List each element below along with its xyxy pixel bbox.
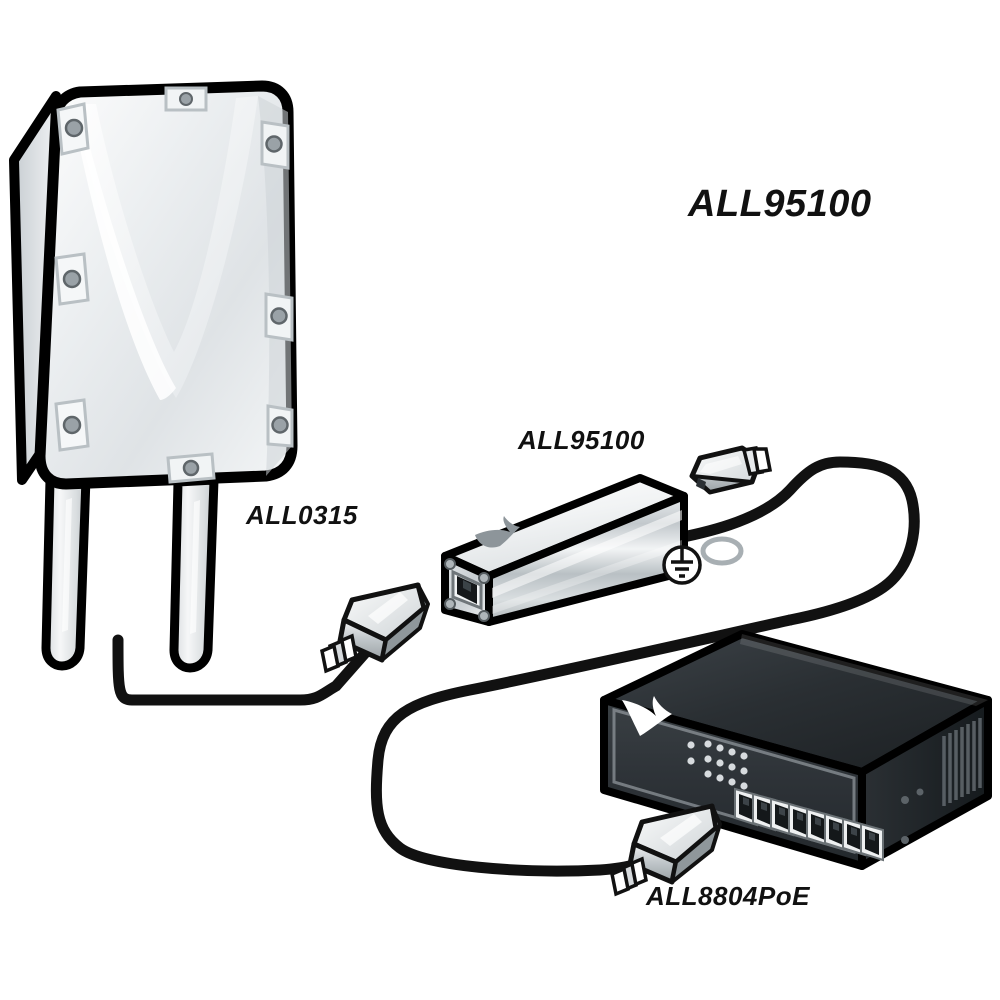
mount-tab — [54, 398, 90, 452]
switch-port — [860, 822, 884, 862]
rj45-plug-ap-side — [320, 582, 430, 674]
strain-relief — [610, 856, 648, 897]
switch-top-highlight — [740, 634, 988, 706]
rj45-plug-switch-side — [610, 803, 722, 897]
switch-port — [734, 787, 758, 827]
page-title: ALL95100 — [688, 183, 872, 225]
rj45-plug-top-right — [689, 445, 773, 495]
switch-side-screws — [901, 788, 924, 844]
switch-port-row[interactable] — [734, 787, 884, 862]
switch-vents — [942, 718, 982, 806]
strain-relief — [741, 446, 773, 476]
device-injector[interactable] — [441, 474, 688, 626]
switch-port — [788, 802, 812, 842]
mount-tab — [54, 252, 90, 306]
mount-tab-bottom — [166, 452, 216, 484]
swoosh-logo-icon — [622, 696, 672, 736]
injector-rj45-port[interactable] — [451, 569, 483, 611]
ground-symbol-icon — [662, 545, 702, 585]
switch-port — [752, 792, 776, 832]
antenna-right — [169, 475, 219, 673]
ap-face-shade — [258, 96, 292, 476]
mount-tab — [266, 404, 294, 448]
strain-relief — [320, 633, 358, 674]
ap-mount-tabs — [54, 86, 294, 484]
device-access-point[interactable] — [9, 80, 298, 673]
mount-tab — [260, 120, 290, 170]
ap-ridge — [72, 96, 258, 398]
device-label-access-point: ALL0315 — [246, 500, 358, 530]
antenna-left — [41, 473, 91, 671]
swoosh-logo-icon — [475, 516, 520, 548]
ap-ridge-highlight — [72, 108, 176, 400]
device-label-injector: ALL95100 — [518, 425, 645, 455]
device-label-switch: ALL8804PoE — [646, 881, 810, 911]
switch-port — [824, 812, 848, 852]
cable-group — [112, 456, 920, 877]
device-switch[interactable] — [600, 630, 992, 870]
cable-ap-to-injector — [112, 634, 372, 706]
mount-tab — [56, 102, 90, 156]
cable-injector-to-switch — [370, 614, 796, 877]
switch-port — [842, 817, 866, 857]
cable-injector-data-loop — [662, 456, 920, 626]
mount-tab — [164, 86, 208, 112]
switch-led-array — [687, 740, 748, 790]
mount-tab — [264, 292, 294, 342]
ground-washer-icon — [700, 536, 744, 566]
injector-screws — [444, 558, 490, 622]
